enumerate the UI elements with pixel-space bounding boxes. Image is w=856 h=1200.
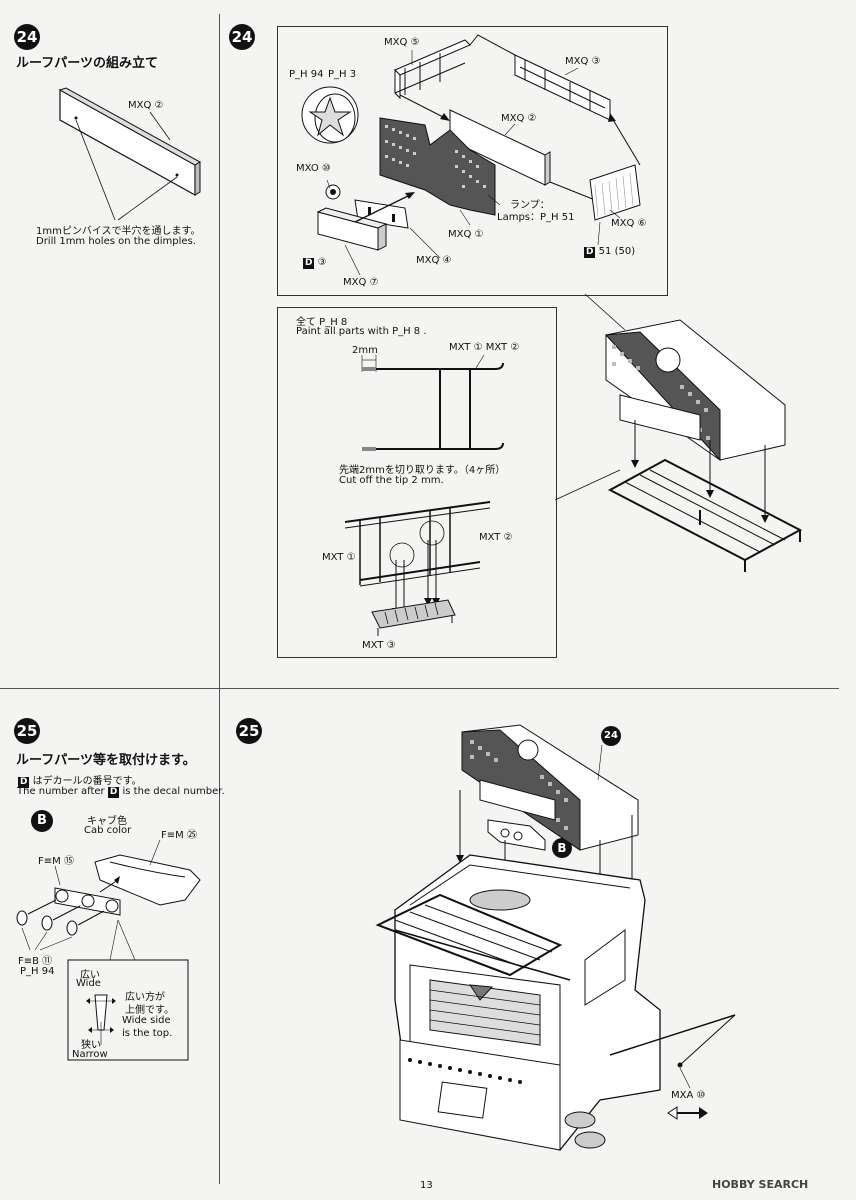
- step-24-title: ルーフパーツの組み立て: [16, 56, 158, 71]
- label-d51-num: 51 (50): [598, 246, 636, 257]
- label-mxq3: MXQ ③: [565, 56, 601, 67]
- label-mxq1: MXQ ①: [448, 229, 484, 240]
- row-divider-left: [0, 688, 219, 689]
- paint-jp: 全て P_H 8: [296, 317, 348, 328]
- label-d3: D ③: [303, 257, 327, 269]
- cut-en: Cut off the tip 2 mm.: [339, 475, 444, 486]
- decal-note-jp-text: はデカールの番号です。: [32, 776, 142, 787]
- label-mxo10: MXO ⑩: [296, 163, 331, 174]
- narrow-jp: 狭い: [81, 1040, 101, 1051]
- lamp-code: P_H 51: [540, 212, 575, 223]
- step-25-title: ルーフパーツ等を取付けます。: [16, 753, 196, 768]
- step-25-badge: 25: [14, 718, 40, 744]
- wide-jp: 広い: [80, 970, 100, 981]
- label-mxq5: MXQ ⑤: [384, 37, 420, 48]
- label-mxq7: MXQ ⑦: [343, 277, 379, 288]
- decal-note-en: The number after D is the decal number.: [17, 786, 225, 798]
- cab-color-en: Cab color: [84, 825, 132, 836]
- label-fm15: F≡M ⑮: [38, 856, 74, 867]
- paint-en: Paint all parts with P_H 8 .: [296, 326, 427, 337]
- label-mxq2: MXQ ②: [501, 113, 537, 124]
- label-ph94: P_H 94: [289, 69, 324, 80]
- label-lamp-en: Lamps：P_H 51: [497, 208, 574, 223]
- label-mxq2-left: MXQ ②: [128, 100, 164, 111]
- step-25-right-badge: 25: [236, 718, 262, 744]
- decal-note-en-a: The number after: [17, 786, 105, 797]
- decal-d-icon: D: [584, 247, 596, 258]
- top-en2: is the top.: [122, 1028, 173, 1039]
- dim-2mm: 2mm: [352, 345, 378, 356]
- label-fb11: F≡B ⑪: [18, 956, 53, 967]
- cab-color-jp: キャブ色: [87, 816, 127, 827]
- cut-jp: 先端2mmを切り取ります。（4ヶ所）: [339, 465, 506, 476]
- top-jp2: 上側です。: [125, 1005, 174, 1016]
- label-lamp-jp: ランプ：: [510, 200, 550, 211]
- drill-note-jp: 1mmピンバイスで半穴を通します。: [36, 226, 201, 237]
- label-mxq4: MXQ ④: [416, 255, 452, 266]
- label-fm25: F≡M ㉕: [161, 830, 197, 841]
- ref-24-badge: 24: [601, 726, 621, 746]
- step-24-badge: 24: [14, 24, 40, 50]
- label-mxt1: MXT ①: [322, 552, 356, 563]
- paint-box: [277, 307, 557, 658]
- label-mxt2: MXT ②: [479, 532, 513, 543]
- callout-b-badge: B: [31, 810, 53, 832]
- top-en: Wide side: [122, 1015, 171, 1026]
- label-ph94-b: P_H 94: [20, 966, 55, 977]
- ref-b-badge: B: [552, 838, 572, 858]
- decal-d-icon: D: [303, 258, 315, 269]
- assembly-box: [277, 26, 668, 296]
- label-mxt3: MXT ③: [362, 640, 396, 651]
- row-divider-right: [219, 688, 839, 689]
- label-mxa10: MXA ⑩: [671, 1090, 706, 1101]
- decal-d-icon: D: [18, 777, 30, 788]
- watermark: HOBBY SEARCH: [712, 1178, 809, 1191]
- column-divider: [219, 14, 220, 1184]
- drill-note-en: Drill 1mm holes on the dimples.: [36, 236, 196, 247]
- decal-note-en-b: is the decal number.: [122, 786, 225, 797]
- lamp-en-text: Lamps：: [497, 212, 540, 223]
- top-jp: 広い方が: [125, 992, 165, 1003]
- label-mxt12: MXT ① MXT ②: [449, 342, 520, 353]
- decal-note-jp: D はデカールの番号です。: [18, 772, 142, 788]
- label-d3-num: ③: [317, 257, 327, 268]
- narrow-en: Narrow: [72, 1049, 108, 1060]
- label-ph3: P_H 3: [328, 69, 357, 80]
- wide-en: Wide: [76, 978, 101, 989]
- label-mxq6: MXQ ⑥: [611, 218, 647, 229]
- label-d51: D 51 (50): [584, 246, 635, 258]
- step-24-right-badge: 24: [229, 24, 255, 50]
- decal-d-icon: D: [107, 787, 120, 798]
- page-number: 13: [420, 1180, 433, 1191]
